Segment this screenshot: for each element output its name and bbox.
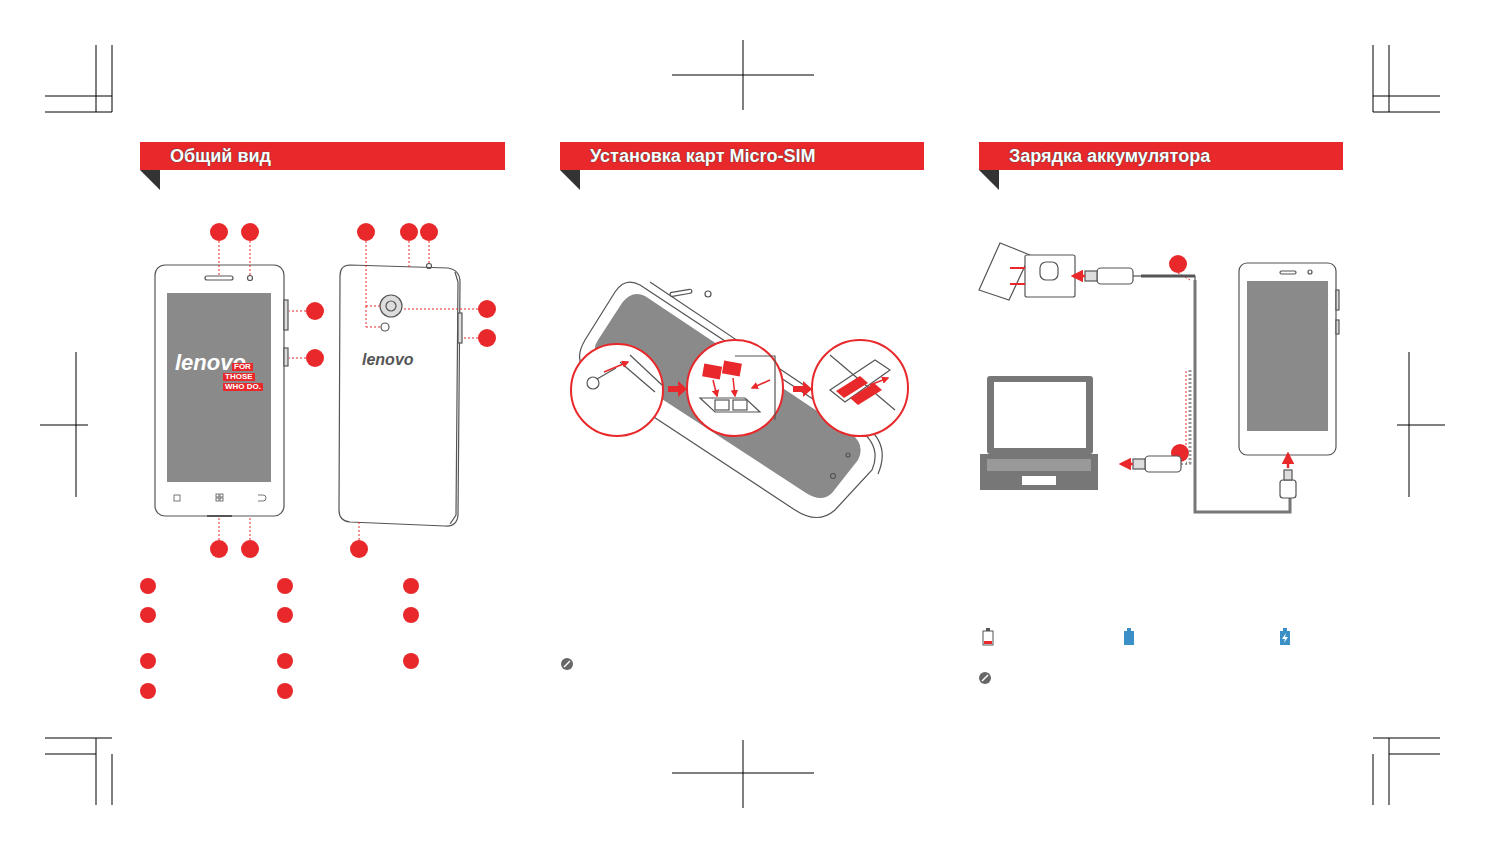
charger <box>1025 255 1075 297</box>
header-text: Зарядка аккумулятора <box>1009 146 1210 167</box>
zoom-inset <box>571 340 908 436</box>
crop-marks <box>40 40 1445 808</box>
note-icon <box>979 672 991 684</box>
wall-socket <box>979 243 1030 300</box>
header-text: Общий вид <box>170 146 271 167</box>
note-icon <box>561 658 573 670</box>
section-header: Общий вид <box>140 142 505 170</box>
front-phone <box>155 265 288 516</box>
header-text: Установка карт Micro-SIM <box>590 146 815 167</box>
callout-marker <box>140 223 1189 699</box>
phone <box>1239 263 1336 455</box>
brand-logo: lenovo <box>362 352 414 368</box>
slogan-text: WHO DO. <box>223 383 263 391</box>
laptop <box>980 376 1098 490</box>
battery-icon <box>983 628 1290 645</box>
slogan-text: FOR <box>232 363 253 371</box>
section-header: Установка карт Micro-SIM <box>560 142 924 170</box>
slogan-text: THOSE <box>223 373 255 381</box>
back-phone <box>339 264 462 527</box>
section-header: Зарядка аккумулятора <box>979 142 1343 170</box>
